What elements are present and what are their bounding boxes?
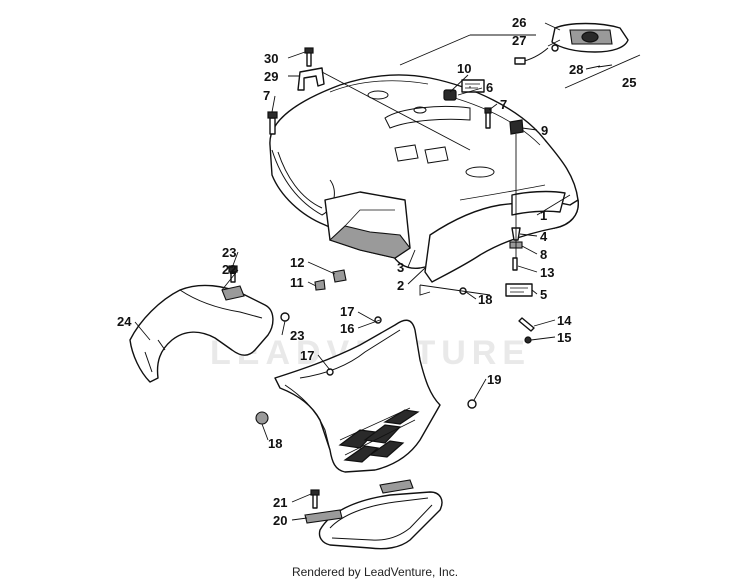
tail-light-assembly [514, 22, 629, 68]
callout-12: 12 [290, 255, 304, 270]
callout-labels: 1 2 3 4 5 6 7 7 8 9 10 11 12 13 14 15 16… [117, 15, 636, 528]
callout-23-upper: 23 [222, 245, 236, 260]
callout-11: 11 [290, 275, 304, 290]
callout-2: 2 [397, 278, 404, 293]
callout-18-left: 18 [268, 436, 282, 451]
callout-10: 10 [457, 61, 471, 76]
callout-1: 1 [540, 208, 547, 223]
callout-14: 14 [557, 313, 572, 328]
callout-8: 8 [540, 247, 547, 262]
callout-20: 20 [273, 513, 287, 528]
callout-5: 5 [540, 287, 547, 302]
callout-22: 22 [222, 262, 236, 277]
leader-lines [134, 22, 601, 521]
callout-16: 16 [340, 321, 354, 336]
callout-4: 4 [540, 229, 548, 244]
callout-30: 30 [264, 51, 278, 66]
callout-13: 13 [540, 265, 554, 280]
callout-7-left: 7 [263, 88, 270, 103]
callout-29: 29 [264, 69, 278, 84]
rear-fender [269, 74, 579, 283]
clips [314, 269, 347, 291]
callout-27: 27 [512, 33, 526, 48]
footer-credit: Rendered by LeadVenture, Inc. [291, 565, 459, 579]
callout-9: 9 [541, 123, 548, 138]
callout-6: 6 [486, 80, 493, 95]
callout-24: 24 [117, 314, 132, 329]
callout-19: 19 [487, 372, 501, 387]
callout-15: 15 [557, 330, 571, 345]
callout-25: 25 [622, 75, 636, 90]
foot-peg-bracket [304, 479, 443, 550]
hardware-upper [267, 47, 524, 135]
floorboard [255, 287, 477, 473]
callout-7-right: 7 [500, 97, 507, 112]
callout-3: 3 [397, 260, 404, 275]
hardware-right [505, 227, 535, 344]
callout-23-lower: 23 [290, 328, 304, 343]
callout-17-upper: 17 [340, 304, 354, 319]
callout-26: 26 [512, 15, 526, 30]
callout-28: 28 [569, 62, 583, 77]
callout-21: 21 [273, 495, 287, 510]
callout-17-lower: 17 [300, 348, 314, 363]
callout-18-right: 18 [478, 292, 492, 307]
